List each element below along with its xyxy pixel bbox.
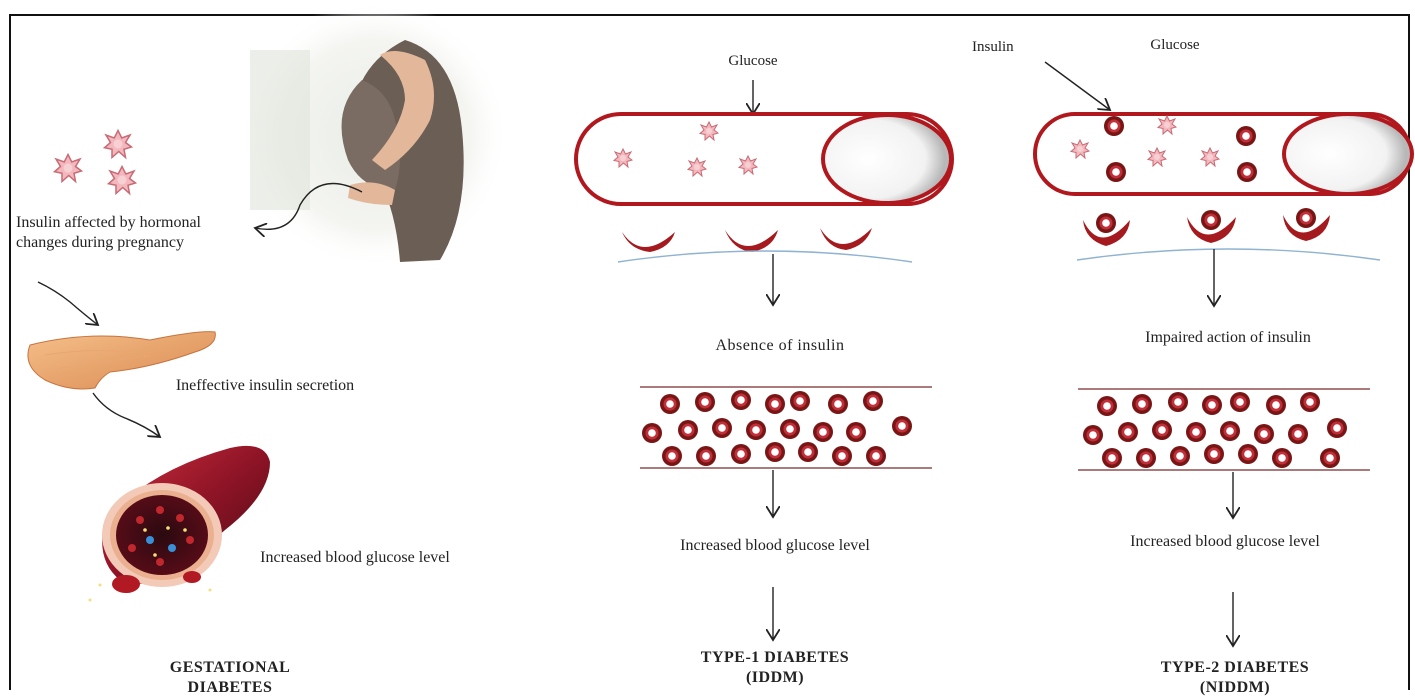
type1-increased-label: Increased blood glucose level — [680, 536, 870, 556]
cell-membrane — [618, 251, 912, 262]
curved-arrow — [38, 282, 98, 325]
gestational-increased-label: Increased blood glucose level — [250, 548, 460, 568]
insulin-receptor-icon — [622, 228, 872, 252]
rbc-cluster — [642, 390, 912, 466]
type1-title-line1: TYPE-1 DIABETES — [630, 648, 920, 668]
cell-membrane — [1077, 249, 1380, 260]
absence-insulin-label: Absence of insulin — [640, 336, 920, 356]
insulin-receptor-icon — [1083, 208, 1330, 246]
type2-title-line1: TYPE-2 DIABETES — [1090, 658, 1380, 678]
type1-title: TYPE-1 DIABETES (IDDM) — [630, 648, 920, 688]
pregnant-woman-illustration — [240, 0, 510, 270]
gestational-panel — [28, 0, 510, 602]
type1-title-line2: (IDDM) — [630, 668, 920, 688]
gestational-title-line2: DIABETES — [120, 678, 340, 698]
impaired-action-label: Impaired action of insulin — [1118, 328, 1338, 348]
type1-glucose-label: Glucose — [693, 52, 813, 71]
insulin-affected-label: Insulin affected by hormonal changes dur… — [16, 213, 246, 253]
type2-title: TYPE-2 DIABETES (NIDDM) — [1090, 658, 1380, 698]
curved-arrow — [93, 393, 160, 437]
rbc-cluster — [1083, 392, 1347, 468]
blood-vessel-icon — [89, 446, 271, 602]
gestational-title: GESTATIONAL DIABETES — [120, 658, 340, 698]
insulin-label: Insulin — [972, 38, 1052, 57]
ineffective-secretion-label: Ineffective insulin secretion — [150, 376, 380, 396]
type2-panel — [1035, 62, 1412, 646]
gestational-title-line1: GESTATIONAL — [120, 658, 340, 678]
type2-glucose-label: Glucose — [1115, 36, 1235, 55]
type2-increased-label: Increased blood glucose level — [1130, 532, 1320, 552]
type1-panel — [576, 80, 952, 640]
type2-title-line2: (NIDDM) — [1090, 678, 1380, 698]
